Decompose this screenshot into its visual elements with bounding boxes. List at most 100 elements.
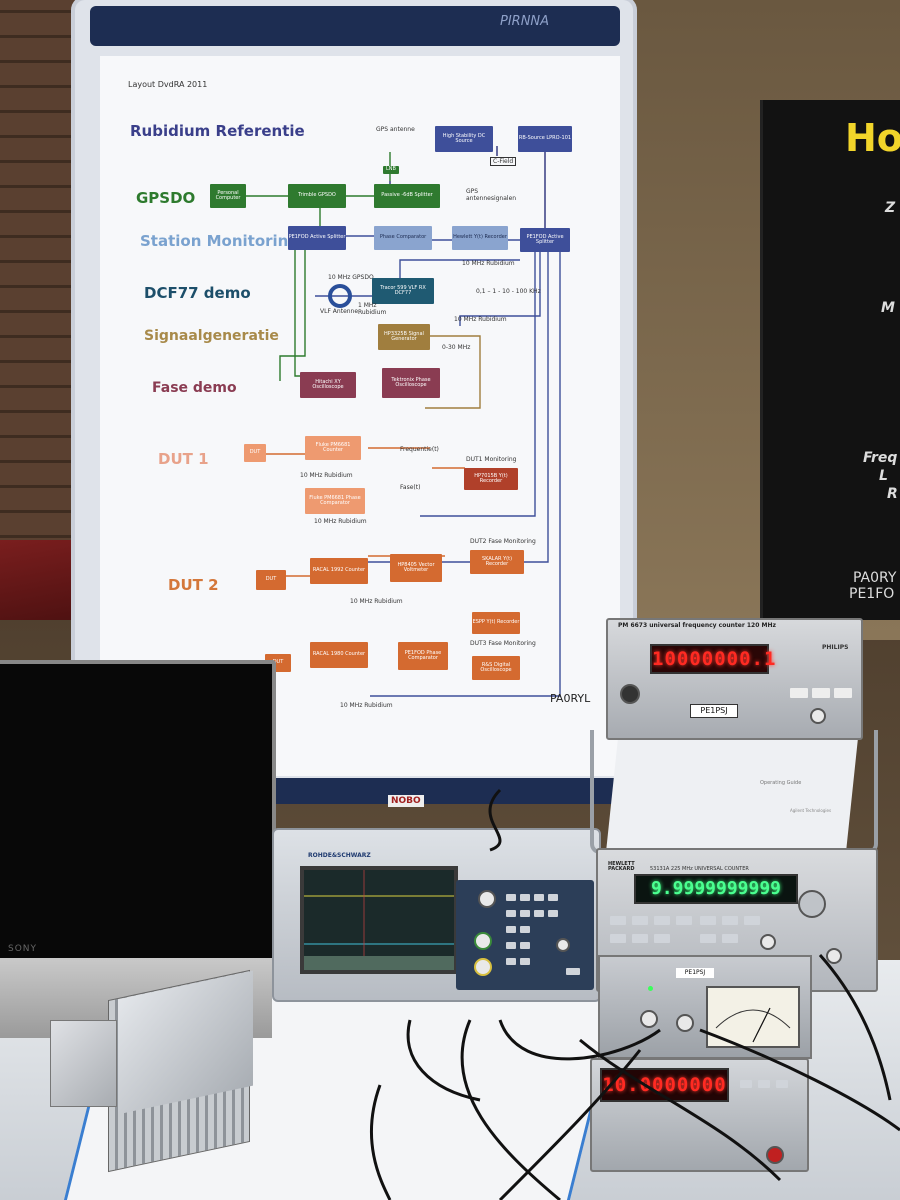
scope-key[interactable] bbox=[506, 926, 516, 933]
counter-knob[interactable] bbox=[620, 684, 640, 704]
dut2-box: DUT bbox=[256, 570, 286, 590]
hp-key[interactable] bbox=[632, 916, 648, 925]
power-led bbox=[648, 986, 653, 991]
counter-key[interactable] bbox=[776, 1080, 788, 1088]
wire-label: 10 MHz Rubidium bbox=[340, 702, 393, 709]
scope-key[interactable] bbox=[506, 910, 516, 917]
counter-bnc[interactable] bbox=[810, 708, 826, 724]
scope-key[interactable] bbox=[548, 894, 558, 901]
hp-key[interactable] bbox=[744, 916, 760, 925]
scope-trace bbox=[304, 870, 454, 970]
hp-key[interactable] bbox=[654, 934, 670, 943]
bottom-reading: 10.0000000 bbox=[602, 1074, 727, 1096]
scope-key[interactable] bbox=[520, 942, 530, 949]
scope-key[interactable] bbox=[534, 910, 544, 917]
scope-knob[interactable] bbox=[556, 938, 570, 952]
scope-key[interactable] bbox=[506, 958, 516, 965]
scope-knob[interactable] bbox=[474, 958, 492, 976]
banner-letter: M bbox=[881, 300, 895, 316]
banner-heading: Hog bbox=[845, 116, 900, 160]
hp-recorder-box: HP7015B Y(t) Recorder bbox=[464, 468, 518, 490]
scope-brand: ROHDE&SCHWARZ bbox=[308, 852, 371, 859]
scope-key[interactable] bbox=[534, 894, 544, 901]
black-banner: Hog Z M Freq L R PA0RY PE1FO bbox=[760, 100, 900, 620]
counter-key[interactable] bbox=[740, 1080, 752, 1088]
hp-key[interactable] bbox=[610, 934, 626, 943]
hp-key[interactable] bbox=[632, 934, 648, 943]
rf-splitter-box bbox=[50, 1020, 117, 1107]
counter-key[interactable] bbox=[790, 688, 808, 698]
section-title: GPSDO bbox=[136, 189, 196, 207]
section-title: Fase demo bbox=[152, 380, 237, 396]
scope-key[interactable] bbox=[548, 910, 558, 917]
scope-knob[interactable] bbox=[474, 932, 492, 950]
fluke-counter-box: Fluke PM6681 Counter bbox=[305, 436, 361, 460]
hp-key[interactable] bbox=[700, 934, 716, 943]
meter-bnc[interactable] bbox=[640, 1010, 658, 1028]
counter-reading: 10000000.1 bbox=[652, 648, 777, 670]
callsign-sticker: PE1PSJ bbox=[676, 968, 714, 978]
callsign-sticker: PE1PSJ bbox=[690, 704, 738, 718]
banner-callsign: PA0RY bbox=[853, 570, 897, 586]
skalar-recorder-box: SKALAR Y(t) Recorder bbox=[470, 550, 524, 574]
counter-key[interactable] bbox=[812, 688, 830, 698]
vector-voltmeter-box: HP8405 Vector Voltmeter bbox=[390, 554, 442, 582]
hp-reading: 9.9999999999 bbox=[650, 878, 782, 899]
vlf-loop-icon bbox=[328, 284, 352, 308]
hp-key[interactable] bbox=[654, 916, 670, 925]
racal1980-box: RACAL 1980 Counter bbox=[310, 642, 368, 668]
freq-label: Frequentie(t) bbox=[400, 446, 439, 453]
hp-key[interactable] bbox=[676, 916, 692, 925]
hp-dial[interactable] bbox=[798, 890, 826, 918]
wire-label: 10 MHz Rubidium bbox=[350, 598, 403, 605]
scope-key[interactable] bbox=[520, 926, 530, 933]
hp-key[interactable] bbox=[610, 916, 626, 925]
hitachi-scope-box: Hitachi XY Oscilloscope bbox=[300, 372, 356, 398]
philips-logo: PHILIPS bbox=[822, 644, 849, 651]
hp-logo: HEWLETT PACKARD bbox=[608, 861, 635, 872]
poster-author: PA0RYL bbox=[550, 692, 591, 705]
lcd-monitor bbox=[0, 660, 276, 968]
section-title: DUT 2 bbox=[168, 576, 219, 594]
counter-description: universal frequency counter 120 MHz bbox=[649, 622, 776, 629]
scope-key[interactable] bbox=[520, 958, 530, 965]
scope-key[interactable] bbox=[506, 894, 516, 901]
scope-knob[interactable] bbox=[478, 890, 496, 908]
espp-recorder-box: ESPP Y(t) Recorder bbox=[472, 612, 520, 634]
hp-bnc[interactable] bbox=[760, 934, 776, 950]
hs-dc-box: High Stability DC Source bbox=[435, 126, 493, 152]
banner-letter: L bbox=[879, 468, 888, 484]
lnb-box: LNB bbox=[383, 166, 399, 174]
splitter-box: Passive -6dB Splitter bbox=[374, 184, 440, 208]
hp-key[interactable] bbox=[700, 916, 716, 925]
active-splitter-box: PE1FOD Active Splitter bbox=[288, 226, 346, 250]
wire-label: 1 MHz Rubidium bbox=[358, 302, 387, 316]
counter-display: 10000000.1 bbox=[650, 644, 777, 674]
pc-box: Personal Computer bbox=[210, 184, 246, 208]
fase-label: Fase(t) bbox=[400, 484, 421, 491]
scope-key[interactable] bbox=[566, 968, 580, 975]
counter-key[interactable] bbox=[834, 688, 852, 698]
scope-key[interactable] bbox=[520, 894, 530, 901]
scope-key[interactable] bbox=[520, 910, 530, 917]
hp-bnc[interactable] bbox=[826, 948, 842, 964]
scope-key[interactable] bbox=[506, 942, 516, 949]
racal1992-box: RACAL 1992 Counter bbox=[310, 558, 368, 584]
hp-key[interactable] bbox=[722, 934, 738, 943]
signal-generator-box: HP3325B Signal Generator bbox=[378, 324, 430, 350]
sony-logo: SONY bbox=[8, 944, 38, 954]
phase-comparator-box: Phase Comparator bbox=[374, 226, 432, 250]
hp-key[interactable] bbox=[722, 916, 738, 925]
rs-scope-box: R&S Digital Oscilloscope bbox=[472, 656, 520, 680]
flipchart-brand: PIRNNA bbox=[500, 14, 550, 29]
banner-letter: Z bbox=[885, 200, 896, 216]
flipchart-top-bar bbox=[90, 6, 620, 46]
meter-bnc[interactable] bbox=[676, 1014, 694, 1032]
counter-key[interactable] bbox=[758, 1080, 770, 1088]
poster-diagram: Layout DvdRA 2011 Rubidium Referentie GP… bbox=[100, 56, 620, 776]
fluke-phase-box: Fluke PM6681 Phase Comparator bbox=[305, 488, 365, 514]
dut3-monitoring-label: DUT3 Fase Monitoring bbox=[470, 640, 536, 647]
power-button[interactable] bbox=[766, 1146, 784, 1164]
